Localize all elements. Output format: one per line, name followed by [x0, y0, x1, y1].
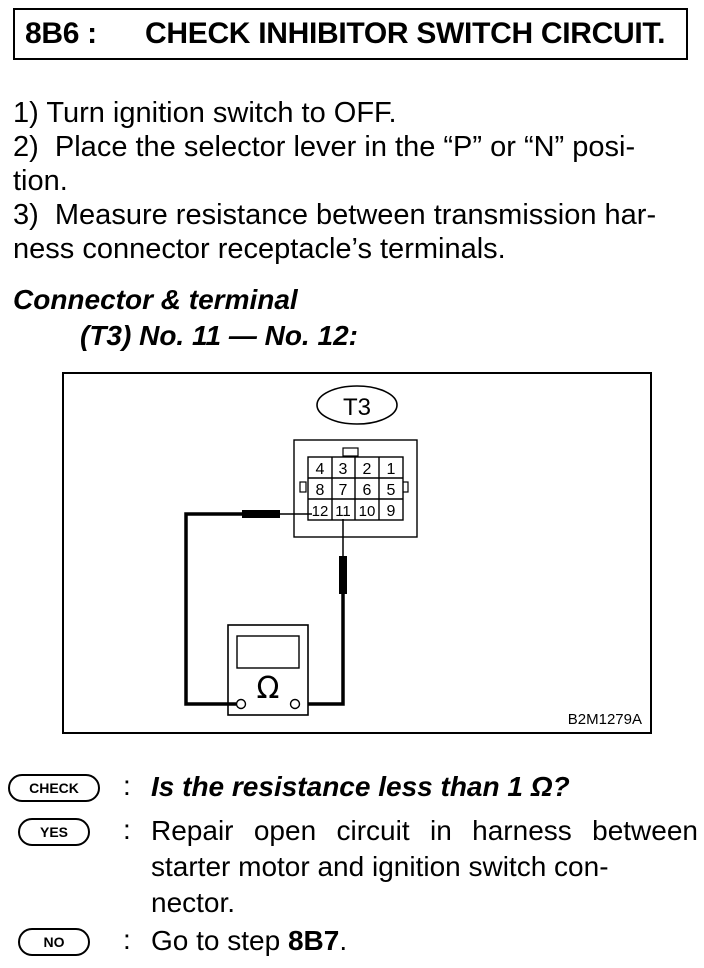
- yes-badge: YES: [18, 818, 90, 846]
- terminal-11: 11: [335, 503, 351, 520]
- check-colon: :: [123, 770, 131, 801]
- connector-label-ellipse: [316, 385, 398, 425]
- check-badge: CHECK: [8, 774, 100, 802]
- check-row: CHECK : Is the resistance less than 1 Ω?: [8, 770, 698, 810]
- terminal-numbers: 4 3 2 1 8 7 6 5 12 11 10 9: [312, 461, 396, 520]
- probe-tip-right: [339, 556, 347, 594]
- ohmmeter-jack-left: [235, 698, 247, 710]
- step-1: 1) Turn ignition switch to OFF.: [13, 97, 397, 129]
- ohm-symbol: Ω: [257, 671, 280, 706]
- terminal-6: 6: [363, 482, 372, 499]
- connector-label: T3: [343, 394, 371, 421]
- figure-id: B2M1279A: [567, 711, 642, 728]
- no-text-prefix: Go to step: [151, 925, 288, 956]
- no-colon: :: [123, 924, 131, 955]
- terminal-2: 2: [363, 461, 372, 478]
- yes-row: YES : Repair open circuit in harness bet…: [8, 814, 698, 924]
- no-badge: NO: [18, 928, 90, 956]
- procedure-steps: 1) Turn ignition switch to OFF. 2) Place…: [13, 96, 693, 266]
- terminal-1: 1: [387, 461, 396, 478]
- next-step-link: 8B7: [287, 925, 340, 956]
- connector-heading: Connector & terminal: [13, 284, 298, 315]
- terminal-9: 9: [387, 503, 396, 520]
- terminal-4: 4: [316, 461, 325, 478]
- section-title-box: 8B6 : CHECK INHIBITOR SWITCH CIRCUIT.: [13, 8, 688, 60]
- check-question: Is the resistance less than 1 Ω?: [151, 771, 570, 802]
- step-2: 2) Place the selector lever in the “P” o…: [13, 131, 636, 197]
- wiring-diagram: T3 4 3 2 1 8 7 6 5 12 11 10 9: [184, 385, 418, 716]
- measurement-figure: T3 4 3 2 1 8 7 6 5 12 11 10 9: [62, 372, 652, 734]
- yes-colon: :: [123, 814, 131, 845]
- connector-latch-left: [299, 481, 307, 493]
- connector-spec: Connector & terminal (T3) No. 11 — No. 1…: [13, 282, 358, 354]
- terminal-3: 3: [339, 461, 348, 478]
- probe-tip-left: [242, 510, 280, 518]
- terminal-12: 12: [312, 503, 329, 520]
- no-row: NO : Go to step 8B7.: [8, 924, 698, 964]
- ohmmeter-display: [236, 635, 300, 669]
- connector-terminals: (T3) No. 11 — No. 12:: [80, 320, 358, 351]
- terminal-5: 5: [387, 482, 396, 499]
- step-3: 3) Measure resistance between transmissi…: [13, 199, 657, 265]
- terminal-8: 8: [316, 482, 325, 499]
- connector-key: [342, 447, 359, 457]
- ohmmeter-jack-right: [289, 698, 301, 710]
- terminal-10: 10: [359, 503, 376, 520]
- no-text: Go to step 8B7.: [151, 923, 698, 959]
- terminal-grid: [307, 456, 404, 521]
- probe-lead-left: [184, 512, 242, 699]
- probe-lead-right: [299, 594, 345, 706]
- yes-text: Repair open circuit in harness between s…: [151, 815, 698, 918]
- terminal-7: 7: [339, 482, 348, 499]
- no-text-suffix: .: [339, 925, 348, 956]
- section-code: 8B6 :: [25, 17, 97, 50]
- section-title: CHECK INHIBITOR SWITCH CIRCUIT.: [145, 17, 666, 50]
